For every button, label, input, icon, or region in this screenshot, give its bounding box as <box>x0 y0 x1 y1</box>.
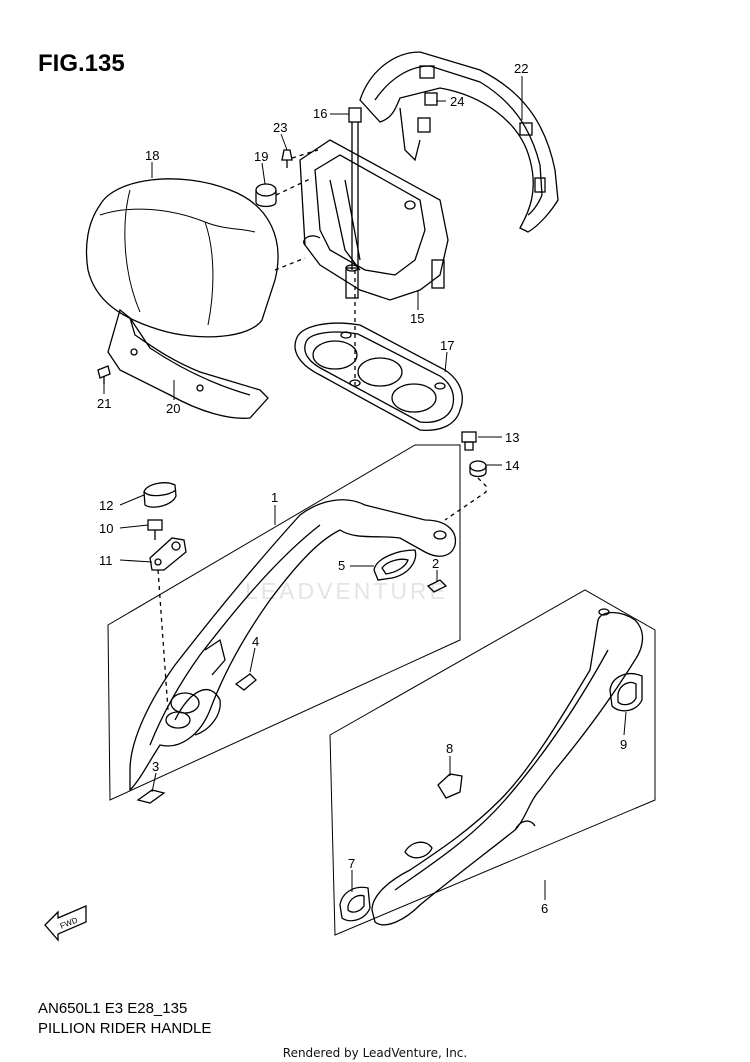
part-18-backrest <box>85 178 306 338</box>
callout-21: 21 <box>97 396 111 411</box>
callout-1: 1 <box>271 490 278 505</box>
callout-labels: 22 24 16 23 19 18 15 17 21 20 13 14 12 1… <box>97 61 627 916</box>
part-17-rubber-pad <box>294 322 463 431</box>
part-10-bolt <box>147 519 163 540</box>
callout-5: 5 <box>338 558 345 573</box>
fwd-arrow-icon: FWD <box>44 905 87 942</box>
callout-24: 24 <box>450 94 464 109</box>
part-9-cover <box>609 673 643 712</box>
part-5-trim <box>373 549 417 581</box>
callout-8: 8 <box>446 741 453 756</box>
part-1-left-handle <box>129 499 457 792</box>
leader-lines <box>103 76 627 900</box>
callout-19: 19 <box>254 149 268 164</box>
right-handle-box <box>329 589 656 936</box>
part-16-bolt <box>348 107 362 385</box>
part-12-cap <box>143 482 177 508</box>
part-6-right-handle <box>371 608 644 926</box>
part-19-grommet <box>255 177 313 208</box>
callout-17: 17 <box>440 338 454 353</box>
footer-credit: Rendered by LeadVenture, Inc. <box>282 1046 468 1060</box>
part-15-bracket <box>299 139 449 301</box>
callout-12: 12 <box>99 498 113 513</box>
callout-14: 14 <box>505 458 519 473</box>
model-code: AN650L1 E3 E28_135 <box>38 1000 188 1017</box>
callout-16: 16 <box>313 106 327 121</box>
left-handle-box <box>107 444 461 801</box>
part-22-rear-cover <box>359 51 559 233</box>
callout-10: 10 <box>99 521 113 536</box>
callout-7: 7 <box>348 856 355 871</box>
part-7-cover <box>339 886 371 922</box>
callout-4: 4 <box>252 634 259 649</box>
part-21-screw <box>97 365 111 384</box>
figure-name: PILLION RIDER HANDLE <box>38 1020 212 1037</box>
callout-20: 20 <box>166 401 180 416</box>
part-8-cover <box>437 773 463 799</box>
part-13-bolt <box>461 431 477 451</box>
part-23-screw <box>281 149 319 168</box>
figure-title: FIG.135 <box>38 50 125 77</box>
part-4-pad <box>234 673 257 691</box>
callout-6: 6 <box>541 901 548 916</box>
part-2-pad <box>426 579 448 593</box>
part-3-pad <box>136 789 166 804</box>
callout-22: 22 <box>514 61 528 76</box>
callout-11: 11 <box>99 553 113 568</box>
callout-15: 15 <box>410 311 424 326</box>
part-20-lower-cover <box>107 308 269 419</box>
part-11-plate <box>149 537 187 711</box>
callout-18: 18 <box>145 148 159 163</box>
part-14-collar <box>444 460 487 521</box>
callout-2: 2 <box>432 556 439 571</box>
callout-3: 3 <box>152 759 159 774</box>
watermark: LEADVENTURE <box>245 578 448 604</box>
callout-13: 13 <box>505 430 519 445</box>
callout-23: 23 <box>273 120 287 135</box>
callout-9: 9 <box>620 737 627 752</box>
